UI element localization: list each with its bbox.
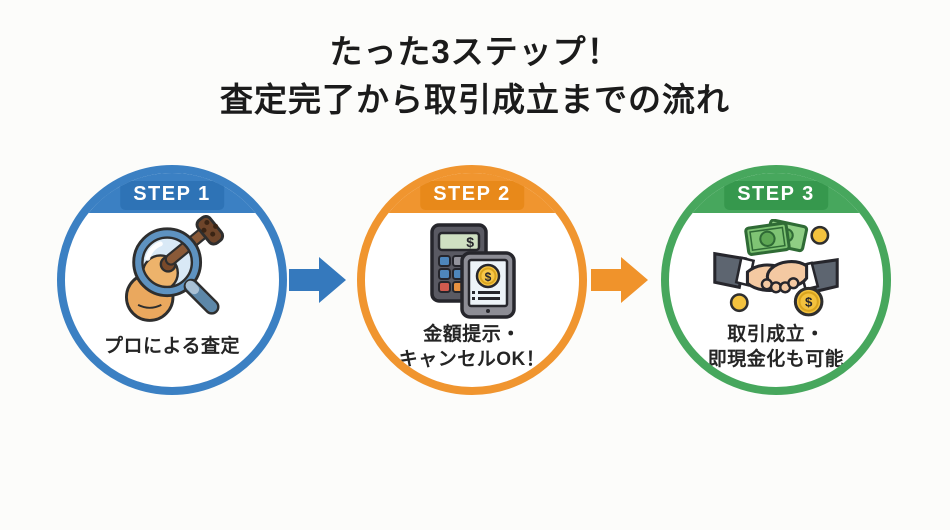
- step-3-label-line-1: 取引成立・: [727, 324, 825, 345]
- title-line-1: たった3ステップ！: [329, 33, 621, 70]
- step-1-badge: STEP 1: [120, 181, 224, 210]
- arrow-step1-to-step2-icon: [289, 257, 346, 303]
- title-line-2: 査定完了から取引成立までの流れ: [220, 81, 730, 118]
- step-1-circle: STEP 1: [57, 165, 287, 395]
- step-3-label-line-2: 即現金化も可能: [707, 349, 845, 370]
- svg-text:$: $: [466, 234, 474, 250]
- step-3-badge: STEP 3: [724, 181, 828, 210]
- arrow-step2-to-step3-icon: [591, 257, 648, 303]
- step-2-badge: STEP 2: [420, 181, 524, 210]
- handshake-money-icon: $: [713, 218, 839, 326]
- svg-text:$: $: [485, 270, 492, 284]
- calculator-tablet-icon: $ $: [422, 221, 522, 326]
- page-title: たった3ステップ！ 査定完了から取引成立までの流れ: [0, 28, 950, 124]
- step-1-label: プロによる査定: [65, 334, 279, 359]
- step-1-label-line-1: プロによる査定: [104, 336, 240, 357]
- step-3-circle: STEP 3: [661, 165, 891, 395]
- step-2-label-line-2: キャンセルOK！: [398, 349, 546, 370]
- svg-text:$: $: [805, 295, 813, 310]
- step-2-circle: STEP 2 $ $: [357, 165, 587, 395]
- magnifier-guitar-icon: [109, 214, 235, 330]
- step-2-label-line-1: 金額提示・: [423, 324, 521, 345]
- step-3-label: 取引成立・ 即現金化も可能: [669, 322, 883, 372]
- step-2-label: 金額提示・ キャンセルOK！: [365, 322, 579, 372]
